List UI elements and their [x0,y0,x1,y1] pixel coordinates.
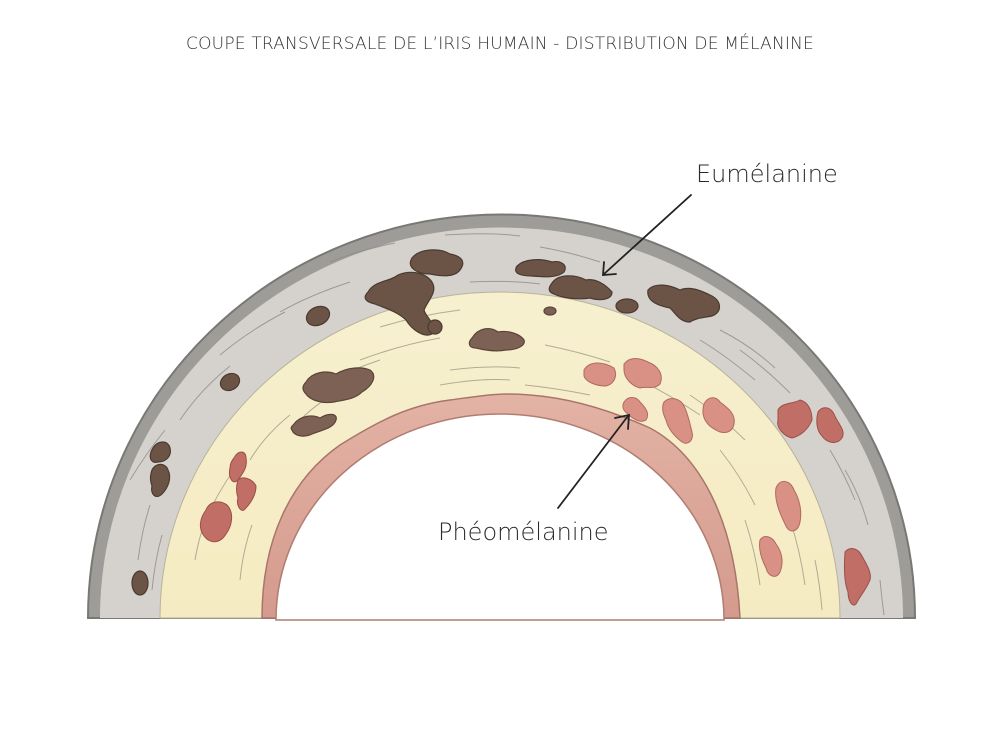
eumelanin-label: Eumélanine [696,160,838,188]
eumelanin-deposits-light [290,306,557,437]
pheomelanin-deposits [199,399,871,606]
pheomelanin-arrow [557,413,630,509]
eumelanin-arrow [602,194,692,276]
pheomelanin-label: Phéomélanine [438,518,609,546]
pheomelanin-deposits-light [583,358,802,577]
gray-fiber-lines [129,233,885,616]
pupil-opening [275,413,725,621]
eumelanin-deposits [131,249,721,596]
diagram-title: COUPE TRANSVERSALE DE L’IRIS HUMAIN - DI… [186,34,814,54]
